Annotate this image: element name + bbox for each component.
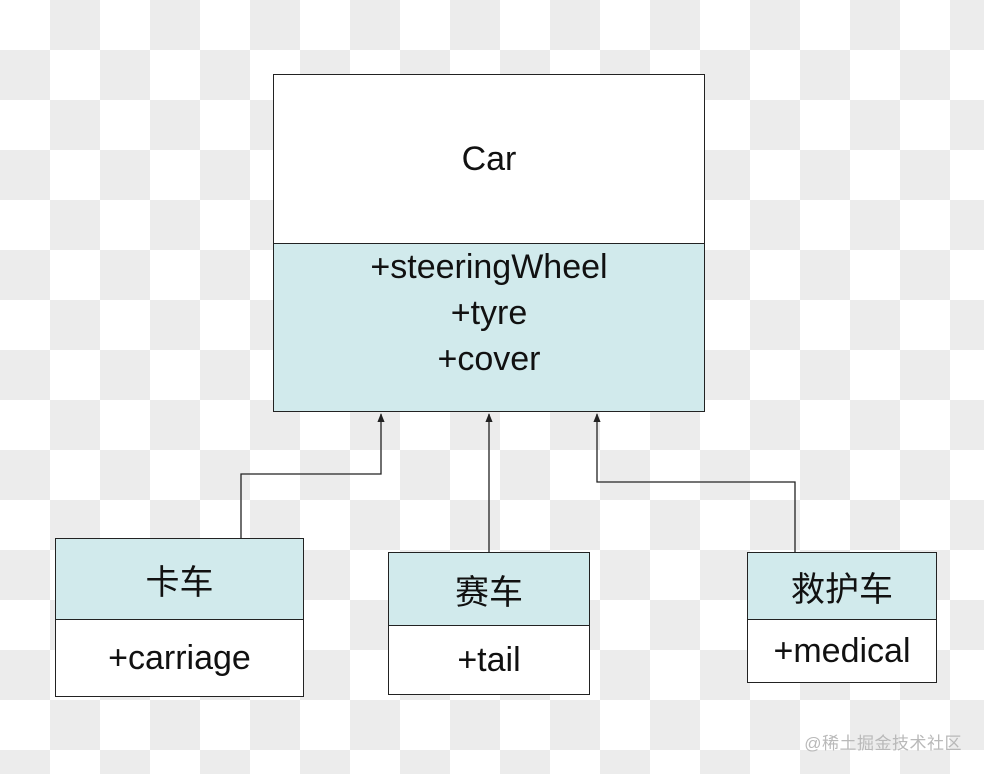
attribute: +cover — [437, 340, 541, 378]
class-name: 赛车 — [389, 553, 589, 625]
class-name: Car — [274, 75, 704, 243]
attribute: +steeringWheel — [370, 248, 608, 286]
class-attributes: +tail — [389, 625, 589, 694]
class-name: 救护车 — [748, 553, 936, 619]
class-racer[interactable]: 赛车 +tail — [388, 552, 590, 695]
attribute: +carriage — [108, 638, 251, 677]
class-attributes: +carriage — [56, 619, 303, 696]
attribute: +tyre — [450, 294, 528, 332]
class-car[interactable]: Car +steeringWheel +tyre +cover — [273, 74, 705, 412]
class-attributes: +steeringWheel +tyre +cover — [274, 243, 704, 411]
attribute: +tail — [457, 640, 521, 679]
class-name: 卡车 — [56, 539, 303, 619]
class-attributes: +medical — [748, 619, 936, 682]
attribute: +medical — [773, 631, 911, 670]
class-ambulance[interactable]: 救护车 +medical — [747, 552, 937, 683]
connector-truck-to-car — [240, 413, 385, 538]
class-truck[interactable]: 卡车 +carriage — [55, 538, 304, 697]
watermark: @稀土掘金技术社区 — [804, 734, 962, 753]
connector-ambulance-to-car — [593, 413, 796, 552]
